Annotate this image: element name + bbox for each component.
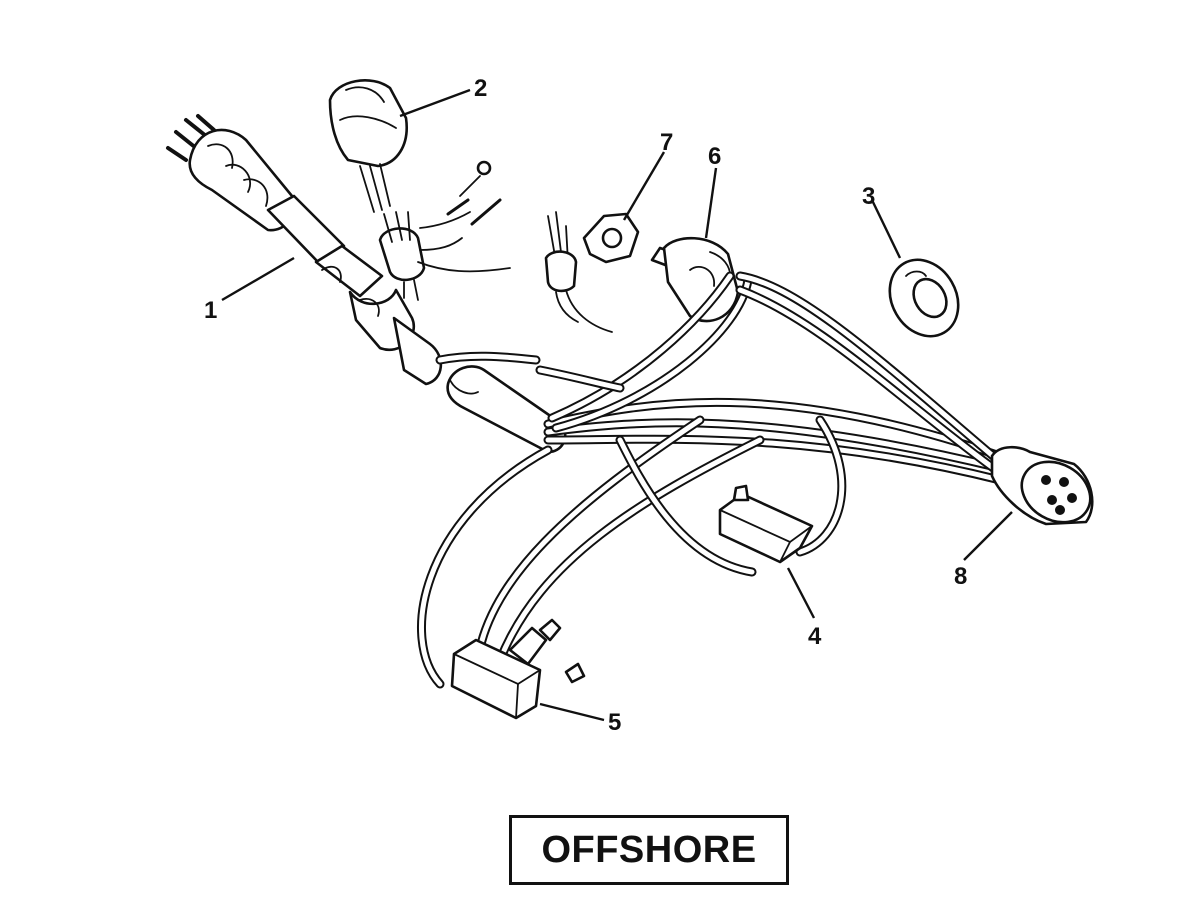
callout-4: 4 [808,623,822,650]
callout-8: 8 [954,563,967,590]
part-5-switch-box [450,618,586,720]
callout-1: 1 [204,297,217,324]
caption-label: OFFSHORE [541,828,757,871]
callout-2: 2 [474,75,487,102]
harness-wires [417,271,1005,689]
part-4-module-box [718,484,814,564]
part-3-grommet [888,258,960,338]
caption-box: OFFSHORE [509,815,789,885]
callout-3: 3 [862,183,875,210]
callout-leaders [221,88,1013,722]
part-8-socket-connector [990,445,1094,526]
loose-wire-bundle [544,211,613,333]
callout-6: 6 [708,143,721,170]
callout-labels: 1 2 3 4 5 6 7 8 [204,75,967,736]
part-7-hex-nut [582,212,640,264]
callout-7: 7 [660,129,673,156]
part-2-connector-boot [328,79,511,301]
part-1-connector-plug [166,114,443,386]
callout-5: 5 [608,709,621,736]
